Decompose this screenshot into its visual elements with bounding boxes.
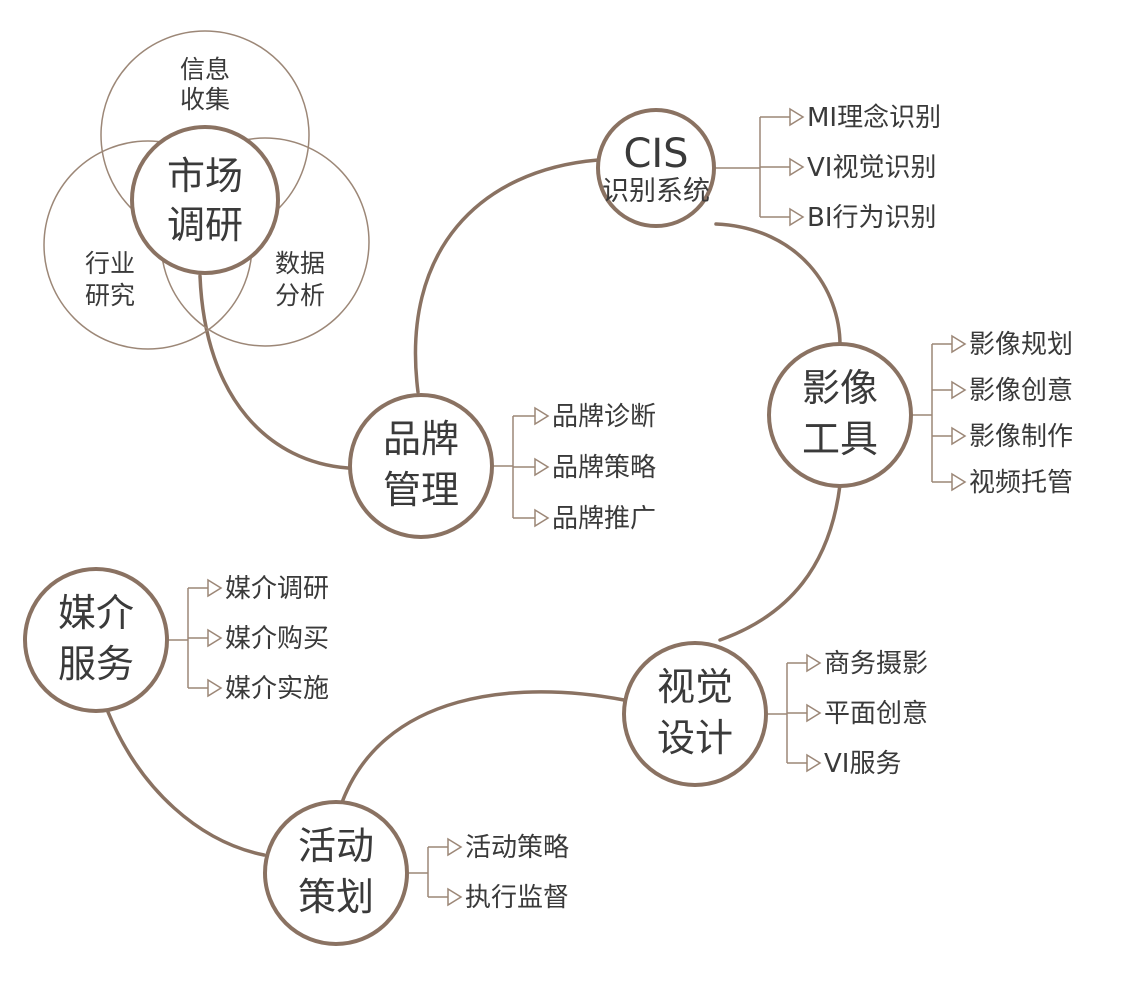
arrow-right-icon: [789, 207, 805, 227]
node-media-circle: [23, 567, 169, 713]
node-event-item-1: 执行监督: [465, 883, 569, 913]
arrow-right-icon: [534, 406, 550, 426]
connector-visual-to-event: [338, 690, 626, 810]
venn-right-line-2: 分析: [275, 281, 325, 310]
market-research-venn: 市场 调研 信息 收集 行业 研究 数据 分析: [43, 30, 370, 350]
venn-right-line-1: 数据: [275, 249, 325, 278]
node-video-title-line-1: 影像: [802, 366, 878, 410]
arrow-right-icon: [789, 157, 805, 177]
node-cis-item-1: VI视觉识别: [807, 153, 936, 183]
node-event-circle: [263, 800, 409, 946]
venn-center-circle: [130, 125, 280, 275]
node-cis-item-0: MI理念识别: [807, 103, 941, 133]
connector-cis-to-video: [714, 222, 842, 347]
arrow-right-icon: [447, 887, 463, 907]
node-cis-item-2: BI行为识别: [807, 203, 937, 233]
node-video-item-0: 影像规划: [969, 330, 1073, 360]
arrow-right-icon: [806, 653, 822, 673]
arrow-right-icon: [806, 703, 822, 723]
node-visual-circle: [622, 641, 768, 787]
connector-media-to-event: [106, 710, 266, 857]
node-visual-title-line-2: 设计: [657, 716, 733, 760]
node-video-item-2: 影像制作: [969, 422, 1073, 452]
node-visual-item-2: VI服务: [824, 749, 901, 779]
arrow-right-icon: [534, 508, 550, 528]
node-event-title-line-1: 活动: [298, 824, 374, 868]
node-brand-title-line-2: 管理: [383, 468, 459, 512]
cycle-connectors: [106, 158, 842, 857]
node-visual-item-0: 商务摄影: [824, 649, 928, 679]
arrow-right-icon: [951, 472, 967, 492]
arrow-right-icon: [207, 628, 223, 648]
connector-research-to-brand: [198, 274, 350, 470]
node-brand-title-line-1: 品牌: [383, 417, 459, 461]
node-cis-title-line-2: 识别系统: [602, 176, 710, 207]
node-event-item-0: 活动策略: [465, 833, 569, 863]
arrow-right-icon: [789, 107, 805, 127]
node-brand-item-2: 品牌推广: [552, 504, 656, 534]
node-brand-item-0: 品牌诊断: [552, 402, 656, 432]
node-brand-circle: [348, 393, 494, 539]
node-video-circle: [767, 342, 913, 488]
connector-video-to-visual: [718, 483, 842, 642]
venn-left-line-1: 行业: [85, 249, 135, 278]
node-cis-circle: [596, 108, 716, 228]
node-video-item-1: 影像创意: [969, 376, 1073, 406]
node-media-title-line-2: 服务: [58, 642, 134, 686]
node-brand-item-1: 品牌策略: [552, 453, 656, 483]
venn-center-line-1: 市场: [167, 154, 243, 198]
node-event-title-line-2: 策划: [298, 875, 374, 919]
arrow-right-icon: [534, 457, 550, 477]
node-cis-title-line-1: CIS: [623, 131, 688, 177]
venn-top-line-1: 信息: [180, 55, 230, 84]
node-video-item-3: 视频托管: [969, 468, 1073, 498]
arrow-right-icon: [447, 837, 463, 857]
node-visual-item-1: 平面创意: [824, 699, 928, 729]
arrow-right-icon: [207, 678, 223, 698]
arrow-right-icon: [951, 334, 967, 354]
node-media-item-2: 媒介实施: [225, 674, 329, 704]
node-media-item-0: 媒介调研: [225, 574, 329, 604]
arrow-right-icon: [806, 753, 822, 773]
node-media-title-line-1: 媒介: [58, 591, 134, 635]
node-visual-title-line-1: 视觉: [657, 665, 733, 709]
arrow-right-icon: [951, 426, 967, 446]
connector-brand-to-cis: [413, 158, 600, 394]
venn-top-line-2: 收集: [180, 85, 230, 114]
node-video-title-line-2: 工具: [802, 417, 878, 461]
arrow-right-icon: [951, 380, 967, 400]
node-media-item-1: 媒介购买: [225, 624, 329, 654]
venn-left-line-2: 研究: [85, 281, 135, 310]
arrow-right-icon: [207, 578, 223, 598]
venn-center-line-2: 调研: [167, 203, 243, 247]
